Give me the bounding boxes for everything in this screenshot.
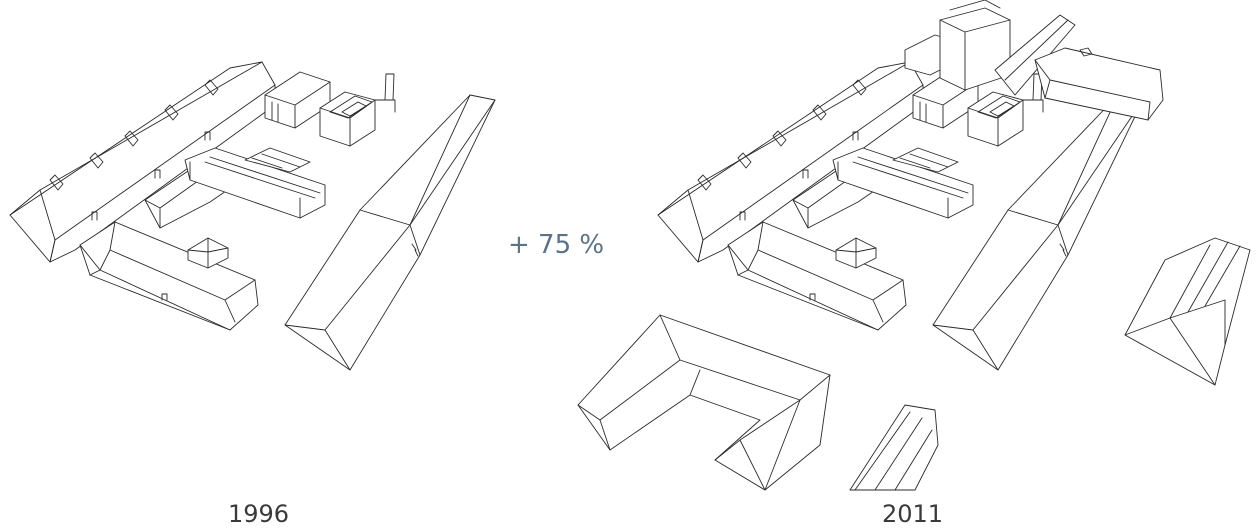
growth-label: + 75 % [508, 230, 605, 260]
site-2011 [577, 0, 1251, 491]
site-1996 [9, 61, 496, 371]
year-label-after: 2011 [882, 500, 944, 528]
year-label-before: 1996 [228, 500, 290, 528]
